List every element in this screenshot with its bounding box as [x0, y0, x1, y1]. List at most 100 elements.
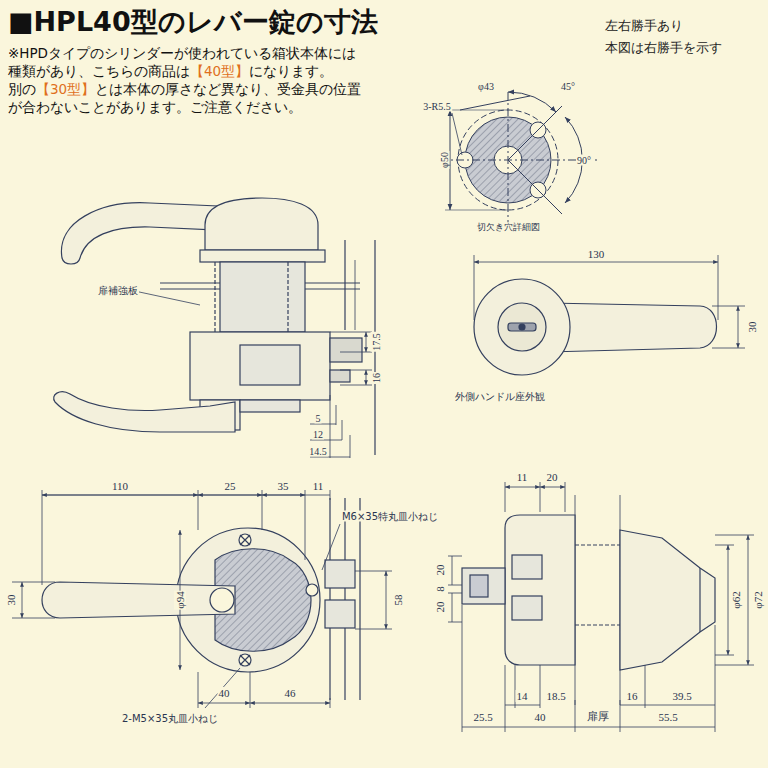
front-view-part	[210, 588, 234, 612]
side-dimensions-part	[462, 727, 715, 728]
section-dimensions-part	[336, 405, 337, 425]
outer-handle-dimensions-part	[718, 255, 719, 320]
front-dimensions-part	[305, 490, 306, 560]
outer-handle-dimensions-part	[738, 306, 739, 348]
front-dimensions-part	[42, 490, 43, 585]
section-dimensions-part	[330, 395, 331, 458]
side-view-part	[462, 568, 505, 604]
dimension-value: 39.5	[671, 690, 692, 702]
cutout-detail-part	[508, 160, 562, 214]
note-line: が合わないことがあります。ご注意ください。	[8, 98, 302, 116]
outer-handle-dimensions-part	[474, 255, 475, 320]
front-dimensions-part	[205, 668, 240, 708]
outer-handle-dimensions-part	[712, 306, 745, 307]
front-view-part	[239, 654, 251, 666]
part-label: 扉補強板	[97, 285, 139, 296]
side-view-part	[512, 596, 542, 620]
note-text: 【40型】	[190, 63, 249, 79]
front-dimensions-part	[262, 495, 305, 496]
cutout-detail-part	[508, 92, 509, 222]
front-dimensions-part	[322, 524, 340, 570]
outer-handle-view-part	[474, 279, 570, 375]
dimension-value: 45°	[560, 81, 576, 92]
side-dimensions-part	[565, 482, 566, 512]
front-dimensions-part	[355, 571, 392, 572]
side-dimensions-part	[448, 556, 462, 557]
front-view-part	[325, 560, 355, 588]
front-view	[42, 498, 360, 700]
cutout-detail-part	[445, 110, 508, 111]
front-view-part	[329, 498, 330, 700]
side-dimensions-part	[645, 665, 646, 708]
section-view-part	[54, 392, 235, 432]
front-view-part	[359, 498, 360, 700]
cutout-detail-part	[460, 96, 530, 110]
side-view	[462, 495, 715, 705]
section-view-part	[330, 338, 362, 362]
dimension-value: 130	[587, 248, 606, 260]
side-dimensions-part	[715, 625, 716, 732]
dimension-value: 16	[626, 690, 639, 702]
note-text: 【30型】	[36, 81, 95, 97]
dimension-value: 20	[434, 601, 446, 614]
front-dimensions-part	[262, 490, 263, 530]
front-dimensions-part	[198, 490, 199, 530]
cutout-detail-part	[508, 106, 562, 160]
side-dimensions-part	[452, 593, 453, 622]
dimension-value: 25.5	[472, 711, 493, 723]
side-dimensions-part	[448, 585, 462, 586]
front-dimensions-part	[355, 629, 392, 630]
dimension-value: φ43	[477, 81, 495, 92]
front-dimensions-part	[12, 618, 55, 619]
section-dimensions-part	[130, 290, 200, 305]
section-dimensions-part	[310, 440, 342, 441]
side-dimensions-part	[620, 705, 715, 706]
note-text: ※HPDタイプのシリンダーが使われている箱状本体には	[8, 45, 356, 61]
side-dimensions-part	[462, 605, 463, 732]
dimension-value: 5	[315, 413, 322, 424]
section-dimensions-part	[310, 457, 350, 458]
note-text: が合わないことがあります。ご注意ください。	[8, 99, 302, 115]
dimension-value: 110	[111, 480, 129, 492]
dimension-value: 40	[534, 711, 547, 723]
dimension-value: 90°	[576, 155, 592, 166]
section-dimensions-part	[350, 435, 351, 458]
section-dimensions-part	[340, 370, 372, 371]
dimension-value: 18.5	[545, 690, 566, 702]
front-dimensions	[12, 490, 392, 708]
dimension-value: 8	[434, 585, 446, 593]
side-view-part	[505, 515, 575, 665]
cutout-detail	[440, 92, 600, 222]
dimension-value: 20	[434, 564, 446, 577]
section-dimensions-part	[366, 370, 367, 385]
section-view	[54, 198, 375, 455]
section-view-part	[200, 250, 325, 262]
side-view-part	[699, 568, 700, 632]
section-view-part	[214, 262, 215, 340]
front-dimensions-part	[198, 703, 250, 704]
side-dimensions-part	[748, 535, 749, 665]
side-dimensions-part	[715, 545, 734, 546]
part-label: M6×35特丸皿小ねじ	[341, 511, 439, 522]
section-view-part	[205, 198, 318, 250]
dimension-value: φ94	[174, 590, 186, 609]
note-text: になります。	[249, 63, 333, 79]
note-text: とは本体の厚さなど異なり、受金具の位置	[95, 81, 361, 97]
side-dimensions-part	[505, 487, 540, 488]
section-view-part	[240, 345, 300, 385]
section-view-part	[61, 203, 218, 264]
front-dimensions-part	[198, 495, 262, 496]
section-view-part	[240, 400, 300, 412]
section-dimensions	[130, 290, 372, 458]
note-line: ※HPDタイプのシリンダーが使われている箱状本体には	[8, 44, 356, 62]
front-view-part	[344, 498, 345, 700]
side-view-part	[575, 624, 620, 625]
cutout-detail-part	[508, 92, 556, 112]
front-view-part	[325, 600, 355, 628]
cutout-detail-part	[445, 210, 508, 211]
outer-handle-view-part	[548, 303, 717, 352]
cutout-detail-part	[450, 110, 451, 210]
note-line: 別の【30型】とは本体の厚さなど異なり、受金具の位置	[8, 80, 361, 98]
dimension-value: 14	[516, 690, 529, 702]
